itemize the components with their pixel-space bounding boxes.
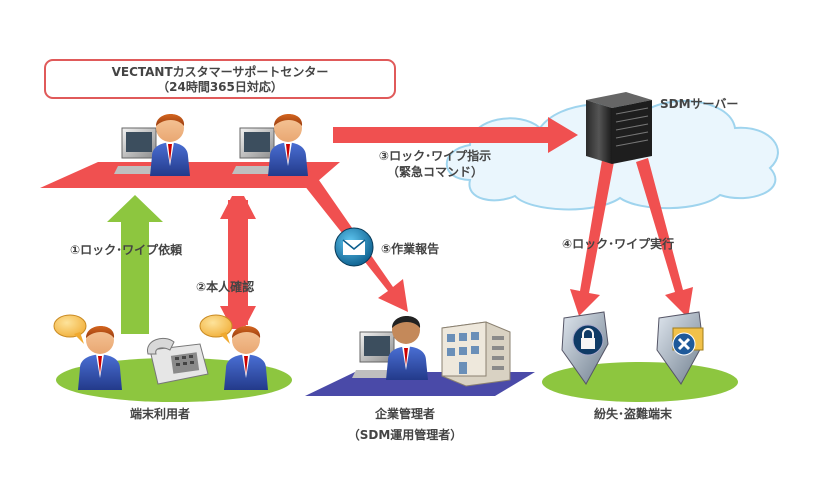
devices-label: 紛失･盗難端末 (594, 407, 673, 421)
end-user-1 (53, 314, 122, 390)
lock-icon (572, 324, 604, 356)
step3-label: ③ロック･ワイプ指示 （緊急コマンド） (360, 148, 510, 180)
speech-bubble-icon (199, 314, 233, 344)
support-center-hours: （24時間365日対応） (157, 80, 283, 94)
person-icon (150, 114, 190, 176)
wipe-icon (672, 327, 704, 356)
arrow-step3 (333, 117, 578, 153)
arrow-step1 (107, 195, 163, 334)
server-icon (586, 92, 652, 164)
step3-line1: ③ロック･ワイプ指示 (378, 149, 492, 163)
step2-label: ②本人確認 (196, 280, 255, 294)
admin-line2: （SDM運用管理者） (347, 428, 463, 442)
building-icon (441, 321, 511, 387)
person-icon (78, 326, 122, 390)
step1-label: ①ロック･ワイプ依頼 (70, 243, 183, 257)
computer-icon (352, 331, 396, 378)
step3-line2: （緊急コマンド） (386, 165, 483, 179)
arrow-step2 (220, 196, 256, 329)
computer-icon (232, 127, 276, 174)
support-center-box: VECTANTカスタマーサポートセンター （24時間365日対応） (44, 59, 396, 99)
end-user-2 (199, 314, 268, 390)
arrow-step4-left (570, 160, 614, 316)
speech-bubble-icon (53, 314, 87, 344)
step5-label: ⑤作業報告 (381, 242, 440, 256)
arrow-step4-right (636, 158, 693, 318)
telephone-icon (147, 338, 209, 385)
admin (352, 316, 428, 380)
wipe-device (656, 311, 704, 385)
person-icon (224, 326, 268, 390)
computer-icon (114, 127, 158, 174)
admin-line1: 企業管理者 (374, 407, 435, 421)
step4-label: ④ロック･ワイプ実行 (562, 237, 675, 251)
devices-platform (542, 362, 738, 402)
admin-label: 企業管理者 （SDM運用管理者） (330, 406, 480, 443)
support-staff-1 (114, 114, 190, 176)
support-center-name: VECTANTカスタマーサポートセンター (111, 65, 329, 79)
server-label: SDMサーバー (660, 97, 739, 111)
person-icon (386, 316, 428, 380)
end-user-label: 端末利用者 (130, 407, 191, 421)
lock-device (561, 311, 609, 385)
person-icon (268, 114, 308, 176)
support-staff-2 (232, 114, 308, 176)
mail-icon (334, 227, 374, 267)
